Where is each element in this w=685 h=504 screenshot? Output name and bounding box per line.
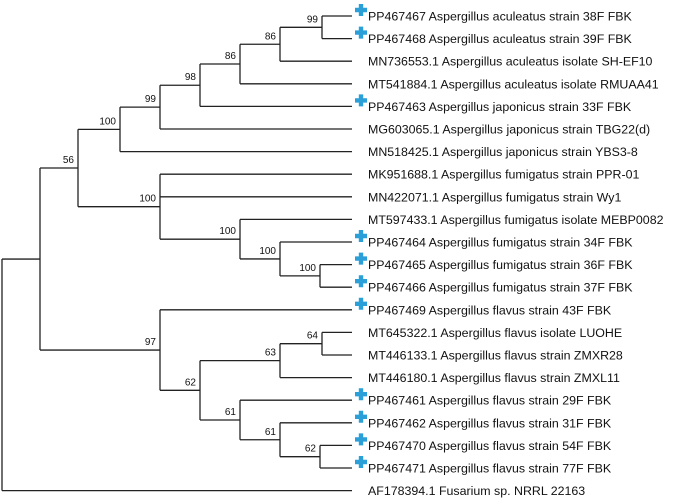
leaf-label: MT446133.1 Aspergillus flavus strain ZMX… (368, 349, 623, 363)
leaf-label: MK951688.1 Aspergillus fumigatus strain … (368, 168, 639, 182)
leaf-label: MG603065.1 Aspergillus japonicus strain … (368, 123, 650, 137)
leaf-label: PP467468 Aspergillus aculeatus strain 39… (368, 32, 633, 46)
bootstrap-value: 64 (307, 331, 319, 342)
leaf-label: PP467461 Aspergillus flavus strain 29F F… (368, 394, 612, 408)
cross-marker-icon (355, 230, 367, 242)
leaf-label: MN518425.1 Aspergillus japonicus strain … (368, 145, 638, 159)
cross-marker-icon (355, 297, 367, 310)
leaf-label: AF178394.1 Fusarium sp. NRRL 22163 (368, 484, 585, 498)
leaf-labels: PP467467 Aspergillus aculeatus strain 38… (355, 4, 664, 498)
leaf-label: PP467469 Aspergillus flavus strain 43F F… (368, 303, 612, 317)
bootstrap-value: 86 (265, 31, 277, 42)
cross-marker-icon (355, 275, 367, 288)
cross-marker-icon (355, 26, 367, 39)
bootstrap-value: 56 (63, 155, 75, 166)
cross-marker-icon (355, 94, 367, 107)
leaf-label: PP467470 Aspergillus flavus strain 54F F… (368, 439, 612, 453)
bootstrap-value: 63 (265, 348, 277, 359)
cross-marker-icon (355, 410, 367, 423)
leaf-label: PP467467 Aspergillus aculeatus strain 38… (368, 10, 633, 24)
leaf-label: PP467462 Aspergillus flavus strain 31F F… (368, 416, 612, 430)
leaf-label: MT446180.1 Aspergillus flavus strain ZMX… (368, 371, 620, 385)
bootstrap-value: 98 (185, 72, 197, 83)
bootstrap-value: 100 (299, 263, 316, 274)
bootstrap-value: 100 (259, 246, 276, 257)
bootstrap-value: 86 (225, 51, 237, 62)
bootstrap-value: 100 (219, 226, 236, 237)
leaf-label: MT597433.1 Aspergillus fumigatus isolate… (368, 213, 664, 227)
bootstrap-value: 99 (307, 14, 319, 25)
leaf-label: PP467466 Aspergillus fumigatus strain 37… (368, 281, 633, 295)
leaf-label: MT645322.1 Aspergillus flavus isolate LU… (368, 326, 622, 340)
bootstrap-values: 99 86 86 98 99 100 100 100 100 100 56 64 63 62 61 61 62 9… (63, 14, 319, 454)
leaf-label: PP467465 Aspergillus fumigatus strain 36… (368, 258, 633, 272)
leaf-label: PP467464 Aspergillus fumigatus strain 34… (368, 236, 633, 250)
leaf-label: MN422071.1 Aspergillus fumigatus strain … (368, 190, 621, 204)
cross-marker-icon (355, 388, 367, 401)
leaf-label: PP467471 Aspergillus flavus strain 77F F… (368, 462, 612, 476)
bootstrap-value: 97 (145, 337, 157, 348)
bootstrap-value: 100 (139, 194, 156, 205)
leaf-label: PP467463 Aspergillus japonicus strain 33… (368, 100, 632, 114)
leaf-label: MN736553.1 Aspergillus aculeatus isolate… (368, 55, 653, 69)
cross-marker-icon (355, 456, 367, 468)
cross-marker-icon (355, 4, 367, 16)
bootstrap-value: 61 (225, 407, 237, 418)
bootstrap-value: 62 (185, 377, 197, 388)
cross-marker-icon (355, 252, 367, 265)
bootstrap-value: 61 (265, 427, 277, 438)
tree-branches (1, 15, 352, 492)
cross-marker-icon (355, 433, 367, 446)
bootstrap-value: 99 (145, 94, 157, 105)
leaf-label: MT541884.1 Aspergillus aculeatus isolate… (368, 77, 659, 91)
bootstrap-value: 62 (305, 444, 317, 455)
bootstrap-value: 100 (99, 116, 116, 127)
